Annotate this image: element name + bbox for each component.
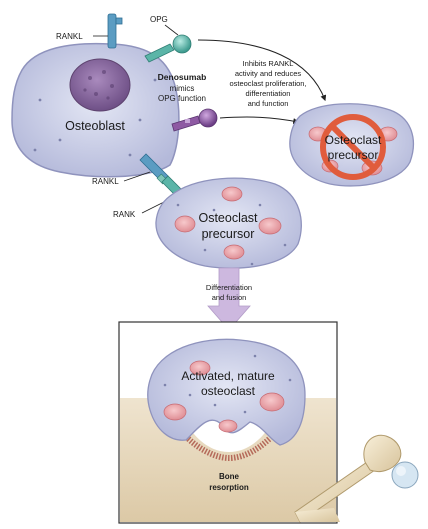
svg-text:and function: and function bbox=[248, 99, 289, 108]
svg-text:activity and reduces: activity and reduces bbox=[235, 69, 302, 78]
rank-label: RANK bbox=[113, 210, 136, 219]
svg-text:Osteoclast: Osteoclast bbox=[325, 133, 382, 147]
svg-text:Differentiation: Differentiation bbox=[206, 283, 252, 292]
denosumab-label: Denosumab bbox=[158, 72, 207, 82]
osteoblast-label: Osteoblast bbox=[65, 119, 125, 133]
svg-text:and fusion: and fusion bbox=[212, 293, 247, 302]
denosumab-line3: OPG function bbox=[158, 94, 206, 103]
femur-bone-illustration bbox=[294, 434, 419, 523]
svg-text:differentiation: differentiation bbox=[246, 89, 291, 98]
svg-text:precursor: precursor bbox=[328, 148, 379, 162]
svg-text:osteoclast proliferation,: osteoclast proliferation, bbox=[229, 79, 306, 88]
svg-text:Bone: Bone bbox=[219, 472, 240, 481]
svg-text:Activated, mature: Activated, mature bbox=[181, 369, 275, 383]
svg-text:precursor: precursor bbox=[202, 227, 255, 241]
svg-text:osteoclast: osteoclast bbox=[201, 384, 256, 398]
svg-text:resorption: resorption bbox=[209, 483, 249, 492]
bone-resorption-panel: Activated, mature osteoclast Bone resorp… bbox=[118, 321, 338, 524]
osteoblast-nucleus bbox=[69, 58, 131, 112]
mature-osteoclast bbox=[147, 338, 306, 446]
svg-text:Osteoclast: Osteoclast bbox=[198, 211, 258, 225]
osteoblast-cell: Osteoblast bbox=[11, 42, 180, 178]
opg-molecule: OPG bbox=[144, 15, 192, 63]
inhibits-text: Inhibits RANKL activity and reduces oste… bbox=[229, 59, 306, 108]
rankl-mid-label: RANKL bbox=[92, 177, 119, 186]
denosumab-line2: mimics bbox=[170, 84, 195, 93]
prohibited-icon bbox=[320, 114, 386, 180]
differentiation-arrow: Differentiation and fusion bbox=[206, 267, 252, 331]
denosumab-molecule: Denosumab mimics OPG function bbox=[158, 72, 218, 132]
osteoclast-precursor: Osteoclast precursor bbox=[155, 177, 302, 269]
inhibited-osteoclast-precursor: Osteoclast precursor bbox=[289, 103, 414, 187]
opg-label: OPG bbox=[150, 15, 168, 24]
rankl-top-label: RANKL bbox=[56, 32, 83, 41]
inhibition-arrows bbox=[197, 39, 327, 125]
svg-text:Inhibits RANKL: Inhibits RANKL bbox=[243, 59, 294, 68]
rankl-receptor-top: RANKL bbox=[56, 13, 123, 49]
